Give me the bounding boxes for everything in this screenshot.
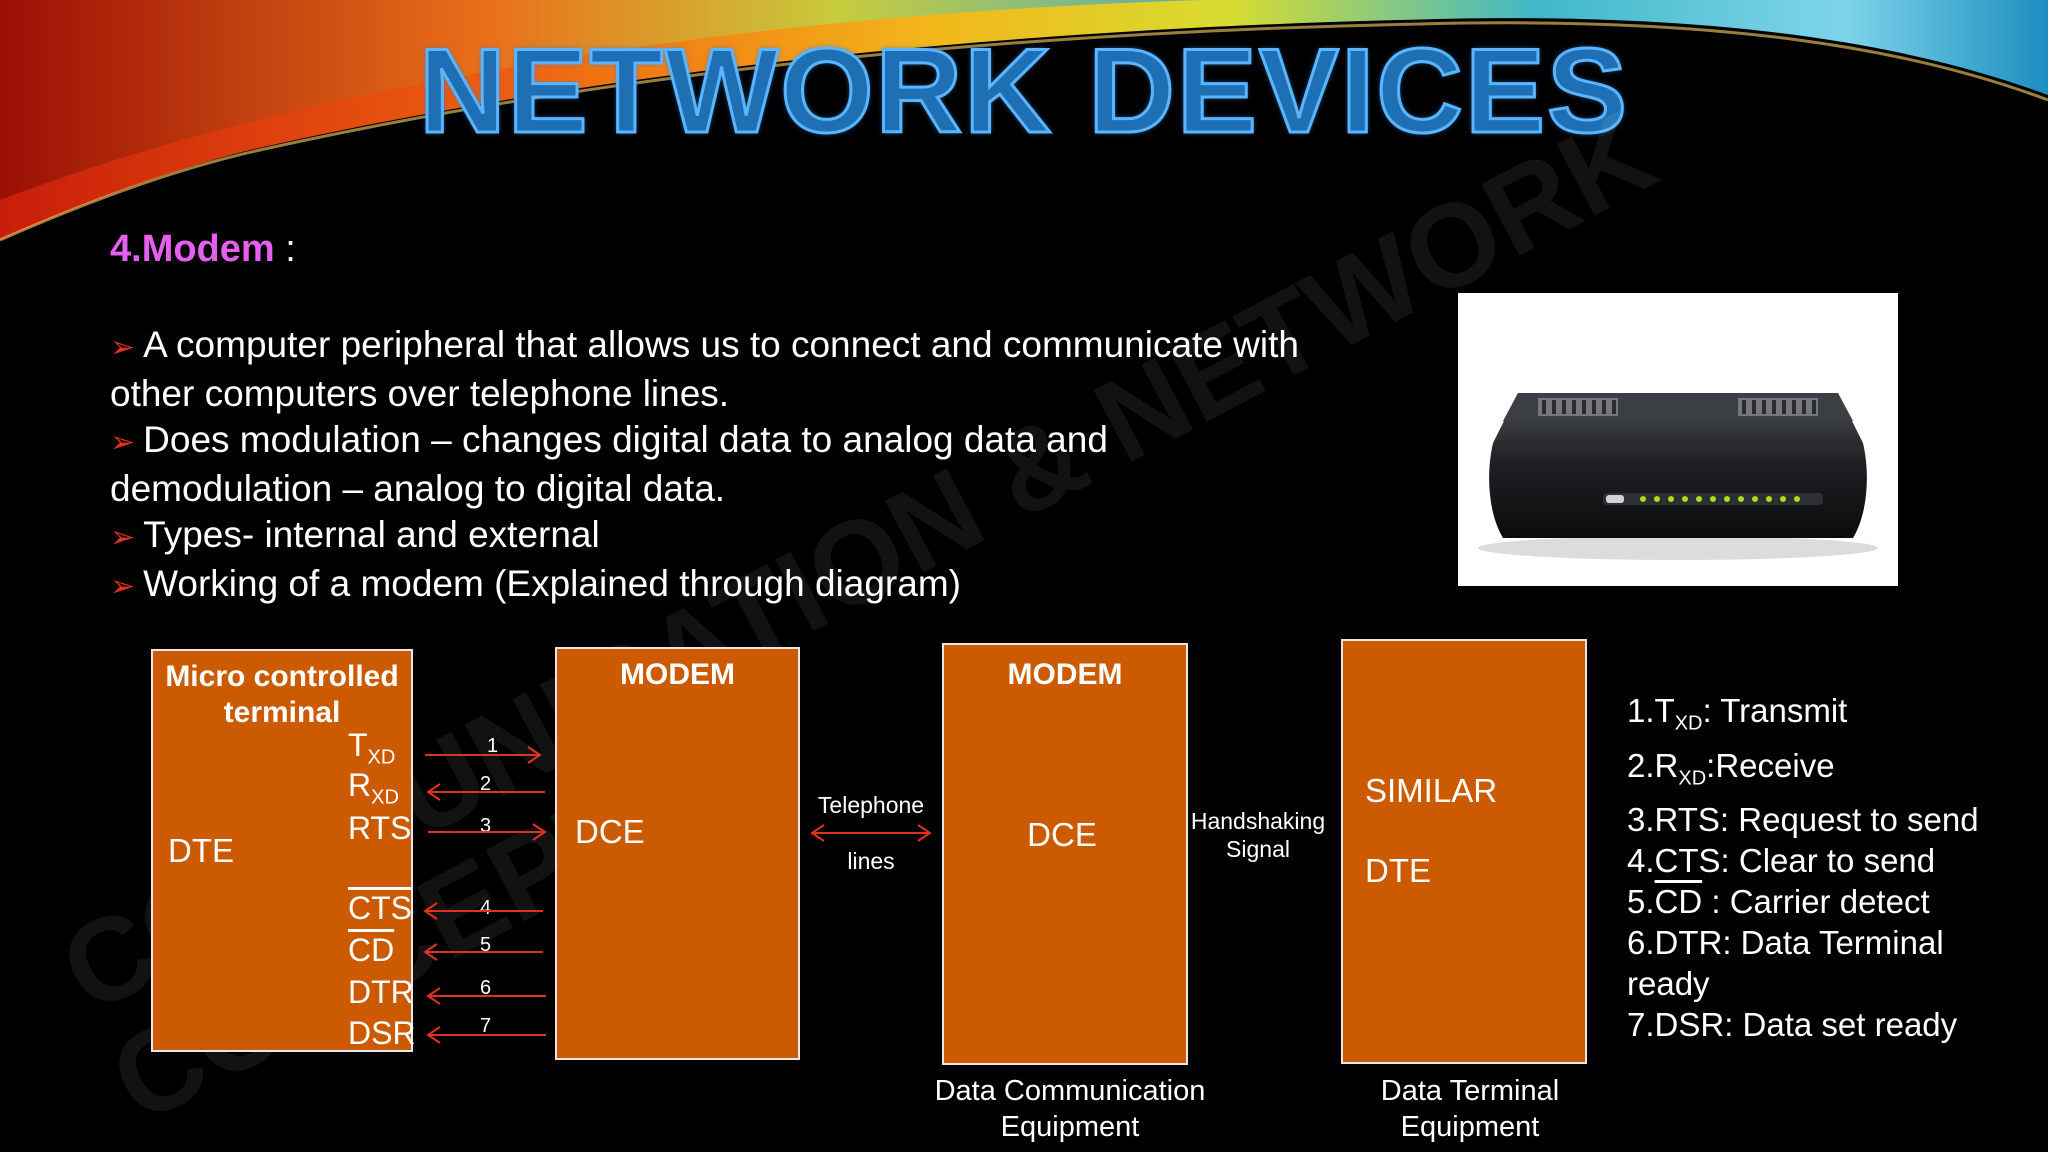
signal-rxd-main: R [348, 767, 372, 803]
signal-number: 4 [480, 897, 492, 919]
legend-item: 6.DTR: Data Terminal [1627, 924, 1944, 962]
signal-txd-sub: XD [367, 746, 396, 769]
arrow-bullet-icon: ➢ [110, 426, 136, 459]
signal-label: Signal [1226, 836, 1290, 862]
bullet-text: Working of a modem (Explained through di… [143, 563, 961, 604]
modem-left-dce: DCE [575, 813, 645, 850]
similar-dte-label: DTE [1365, 852, 1431, 889]
signal-number: 3 [480, 815, 492, 837]
modem-right-box [942, 643, 1188, 1065]
legend-item: 1.TXD: Transmit [1627, 690, 1979, 745]
legend-text: :Receive [1706, 746, 1835, 784]
caption-dte-line-2: Equipment [1400, 1111, 1540, 1143]
legend-text: : Transmit [1702, 692, 1848, 729]
signal-number: 7 [480, 1015, 492, 1037]
arrow-txd-head [527, 746, 542, 764]
terminal-title-text: Micro controlled terminal [165, 660, 399, 729]
arrow-dtr-head [426, 987, 441, 1005]
arrow-cd-head [423, 943, 438, 961]
arrow-rts-head [532, 823, 547, 841]
signal-number: 2 [480, 773, 492, 795]
bullet-text: Types- internal and external [143, 514, 600, 555]
similar-label: SIMILAR [1365, 772, 1498, 809]
legend-sub: XD [1674, 712, 1703, 735]
legend-overline: CD [1654, 883, 1703, 921]
legend-text: 5. [1627, 883, 1655, 921]
modem-right-dce: DCE [1027, 816, 1097, 853]
arrow-bullet-icon: ➢ [110, 331, 136, 364]
modem-photo [1458, 293, 1898, 586]
legend-item: 3.RTS: Request to send [1627, 801, 1979, 839]
heading-colon: : [274, 228, 296, 270]
caption-dce: Data Communication Equipment [900, 1073, 1240, 1145]
bullet-text: Does modulation – changes digital data t… [110, 419, 1108, 509]
modem-right-title: MODEM [1007, 658, 1123, 691]
legend-text: : Carrier detect [1702, 883, 1930, 921]
lines-label: lines [847, 848, 895, 874]
legend-item: 2.RXD:Receive [1627, 745, 1979, 800]
legend-item: 5.CD : Carrier detect [1627, 881, 1979, 922]
caption-dte: Data Terminal Equipment [1300, 1073, 1640, 1145]
legend-text: 2.R [1627, 746, 1679, 784]
heading-label: 4.Modem [110, 228, 275, 270]
caption-dce-line-1: Data Communication [934, 1075, 1206, 1107]
modem-image [1478, 393, 1878, 560]
bullet-item: ➢Types- internal and external [110, 512, 1340, 561]
similar-dte-box [1341, 639, 1587, 1064]
signal-legend: 1.TXD: Transmit 2.RXD:Receive 3.RTS: Req… [1627, 690, 1979, 1045]
signal-number: 6 [480, 977, 492, 999]
arrow-bullet-icon: ➢ [110, 521, 136, 554]
arrow-bullet-icon: ➢ [110, 570, 136, 603]
signal-rts: RTS [348, 810, 412, 846]
legend-item: ready [1627, 965, 1710, 1003]
arrow-cts-head [423, 902, 438, 920]
bullet-item: ➢A computer peripheral that allows us to… [110, 322, 1340, 417]
signal-number: 1 [487, 735, 499, 757]
page-title: NETWORK DEVICES [417, 23, 1630, 160]
terminal-dte-label: DTE [168, 832, 234, 869]
modem-left-title: MODEM [620, 658, 735, 691]
signal-rxd: RXD [348, 767, 399, 809]
bullet-list: ➢A computer peripheral that allows us to… [110, 322, 1340, 610]
modem-left-box [555, 647, 800, 1060]
handshaking-label: Handshaking [1190, 808, 1326, 834]
caption-dte-line-1: Data Terminal [1380, 1075, 1560, 1107]
bullet-item: ➢Working of a modem (Explained through d… [110, 561, 1340, 610]
bullet-item: ➢Does modulation – changes digital data … [110, 417, 1340, 512]
signal-rxd-sub: XD [371, 786, 399, 809]
signal-dtr: DTR [348, 974, 414, 1010]
signal-number: 5 [480, 934, 492, 956]
arrow-telephone-right-head [917, 824, 932, 842]
caption-dce-line-2: Equipment [1000, 1111, 1140, 1143]
legend-sub: XD [1678, 767, 1707, 790]
signal-cd: CD [348, 932, 395, 968]
arrow-telephone-left-head [810, 824, 825, 842]
bullet-text: A computer peripheral that allows us to … [110, 324, 1299, 414]
legend-text: 1.T [1627, 692, 1675, 729]
telephone-label: Telephone [817, 792, 925, 818]
signal-txd-main: T [348, 727, 368, 763]
signal-txd: TXD [348, 727, 395, 769]
arrow-dsr-head [426, 1026, 441, 1044]
terminal-box [151, 649, 413, 1052]
terminal-title: Micro controlled terminal [151, 659, 413, 731]
section-heading: 4.Modem : [110, 228, 296, 271]
header-swoosh [0, 0, 2048, 242]
arrow-rxd-head [426, 783, 441, 801]
legend-item: 4.CTS: Clear to send [1627, 842, 1936, 880]
signal-cts: CTS [348, 890, 412, 926]
legend-item: 7.DSR: Data set ready [1627, 1006, 1958, 1044]
signal-dsr: DSR [348, 1015, 416, 1051]
